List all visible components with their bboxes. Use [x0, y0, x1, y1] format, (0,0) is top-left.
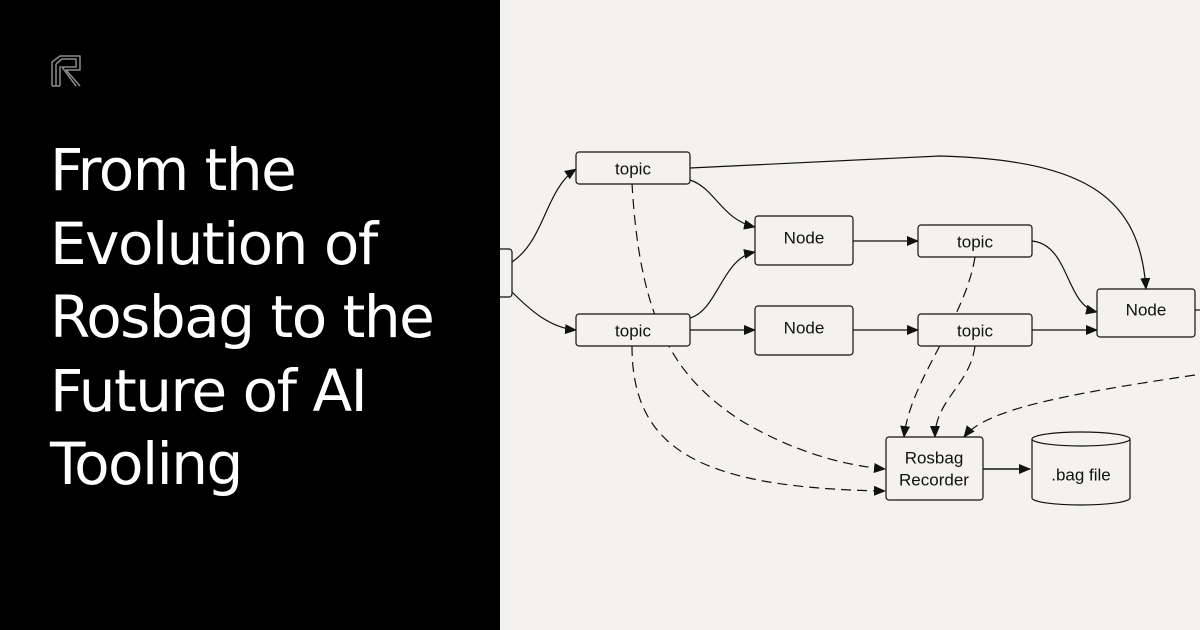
title-line-4: Future of AI [50, 356, 368, 425]
edge-source-to-topic-bottom [511, 291, 577, 335]
title-line-3: Rosbag to the [50, 283, 435, 351]
brand-logo-icon [51, 55, 81, 87]
record-edge-topic-lower-right [930, 345, 976, 438]
topic-box-top-left [575, 151, 691, 185]
bag-file-cylinder [1031, 431, 1131, 506]
title-line-5: Tooling [50, 430, 243, 498]
topic-label-top-left: topic [615, 160, 651, 179]
title-line-1: From the [50, 136, 297, 204]
record-edge-topic-bottom [631, 345, 886, 496]
rosbag-flow-diagram: topic topic Node Node topic topic Node R… [500, 151, 1200, 506]
topic-box-lower-right [917, 313, 1033, 347]
node-label-upper: Node [784, 229, 825, 248]
record-edge-topic-upper-right [900, 256, 976, 438]
edge-topic-top-to-node-upper [689, 179, 756, 230]
edge-topic-top-to-node-right [689, 155, 1151, 290]
recorder-box [885, 436, 984, 501]
node-label-lower: Node [784, 319, 825, 338]
node-label-right: Node [1126, 301, 1167, 320]
topic-box-upper-right [917, 224, 1033, 258]
topic-box-bottom-left [575, 313, 691, 347]
left-panel: From the Evolution of Rosbag to the Futu… [0, 0, 500, 630]
node-box-lower [754, 305, 854, 356]
topic-label-bottom-left: topic [615, 322, 651, 341]
topic-label-upper-right: topic [957, 233, 993, 252]
bag-file-label: .bag file [1051, 466, 1111, 485]
edge-topic-upper-right-to-node [1031, 240, 1098, 315]
recorder-label-line-1: Rosbag [905, 449, 964, 468]
node-box-upper [754, 215, 854, 266]
record-edge-topic-top [631, 182, 886, 474]
title-line-2: Evolution of [50, 209, 378, 278]
node-box-right [1096, 288, 1196, 338]
page-title: From the Evolution of Rosbag to the Futu… [50, 134, 470, 502]
edge-topic-bottom-to-node-upper [689, 249, 756, 319]
record-edge-node-right [963, 374, 1196, 438]
edge-source-to-topic-top [511, 168, 577, 263]
topic-label-lower-right: topic [957, 322, 993, 341]
recorder-label-line-2: Recorder [899, 471, 969, 490]
source-node-partial [500, 248, 513, 298]
